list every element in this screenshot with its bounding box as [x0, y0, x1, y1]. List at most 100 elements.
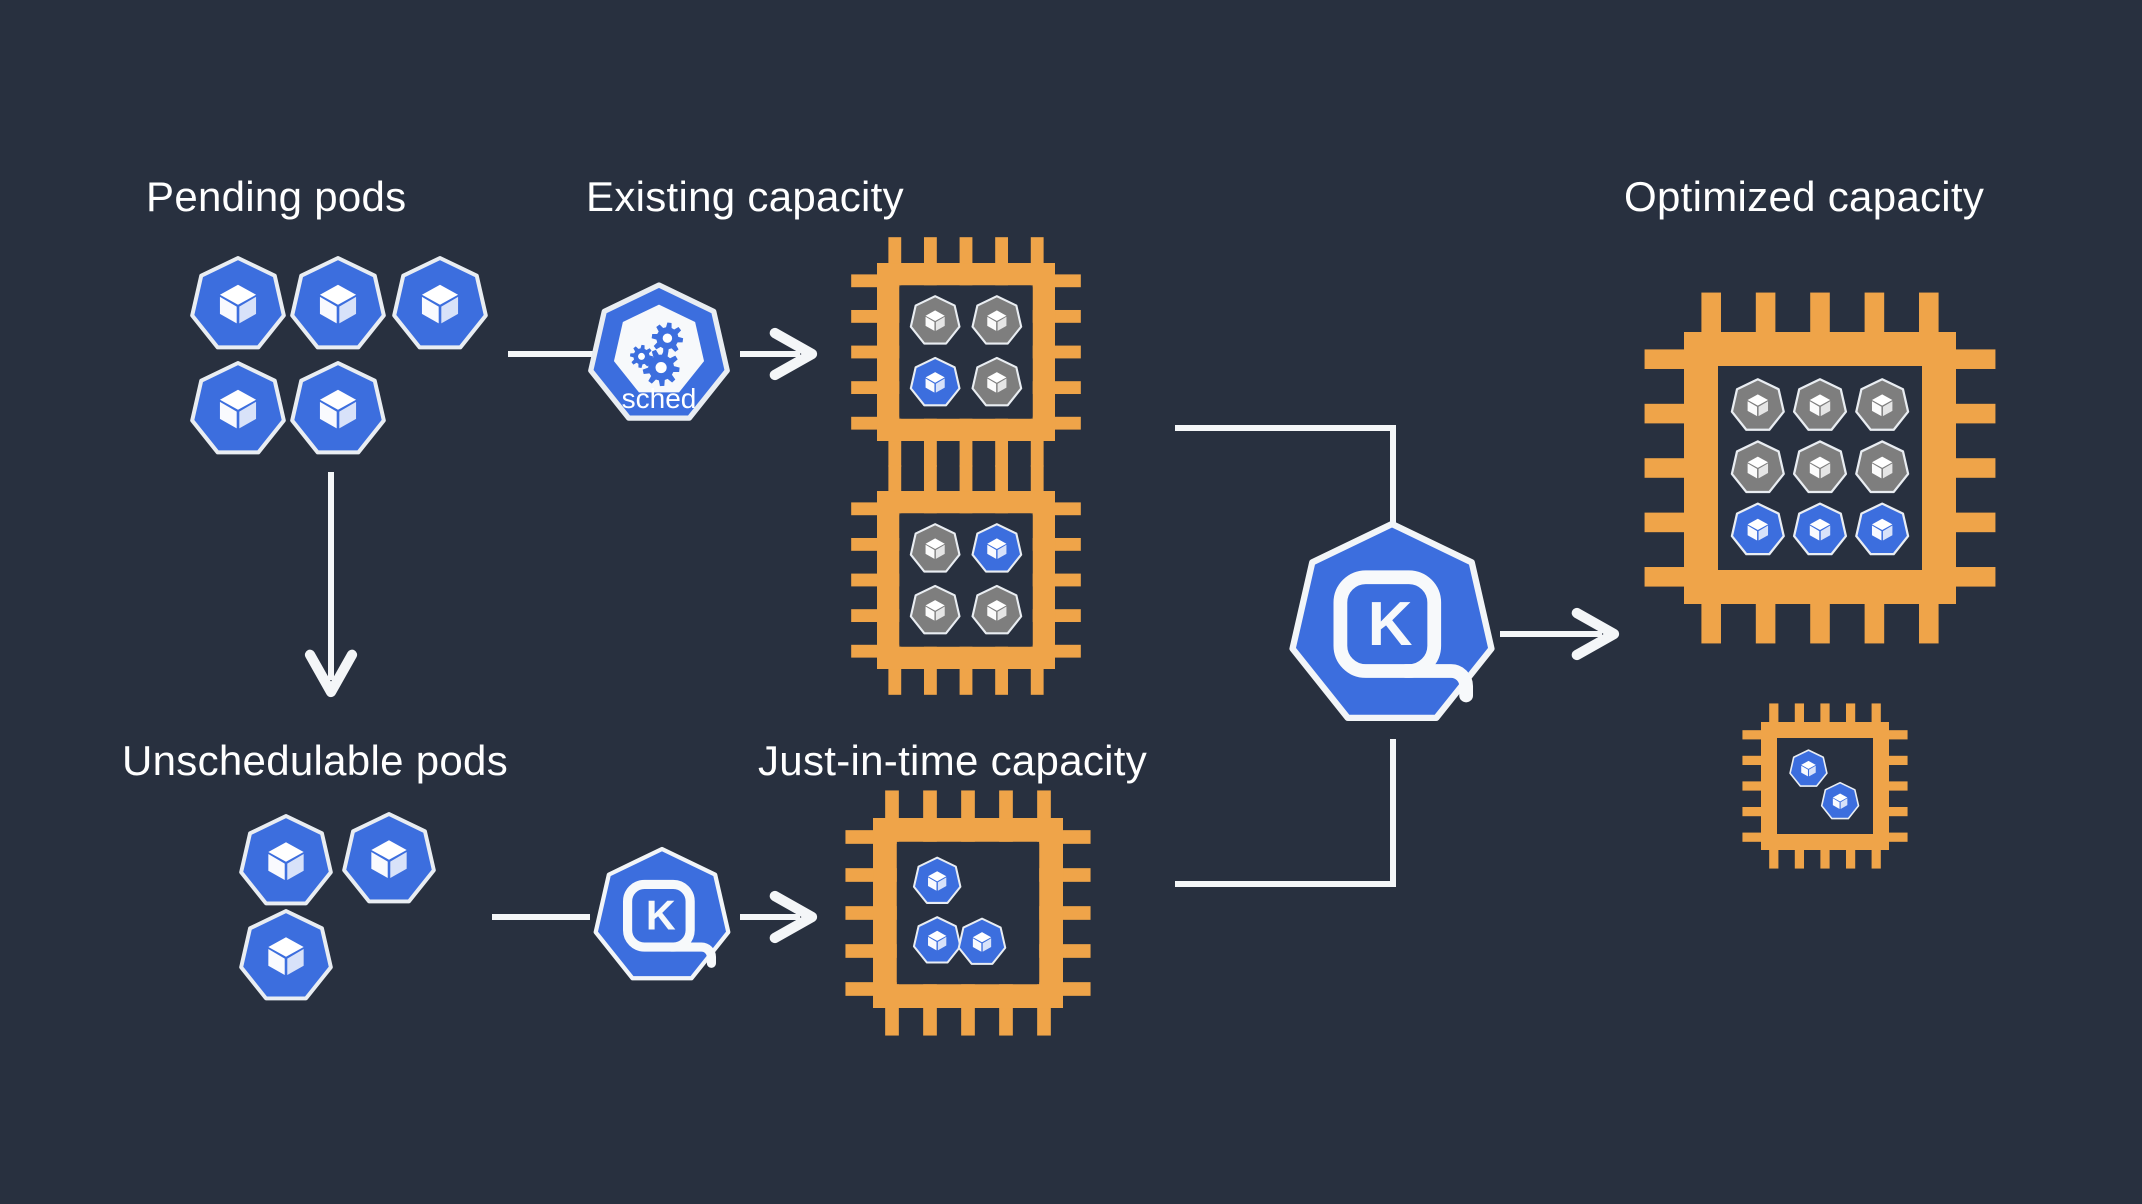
- pod-cube-icon: [1871, 456, 1893, 479]
- chip-pin: [1871, 834, 1881, 869]
- chip-pod[interactable]: [971, 584, 1023, 635]
- karpenter-logo-lower[interactable]: K: [593, 846, 731, 981]
- chip-pin: [1873, 781, 1908, 791]
- unschedulable-pod[interactable]: [342, 812, 436, 904]
- scheduler-icon[interactable]: sched: [588, 282, 730, 421]
- pod-cube-icon: [1809, 456, 1831, 479]
- chip-pod[interactable]: [1820, 781, 1860, 820]
- karpenter-tail: [1399, 664, 1474, 703]
- chip-frame: [877, 263, 1056, 442]
- chip-pod[interactable]: [1730, 502, 1785, 556]
- chip-pod[interactable]: [1792, 440, 1848, 494]
- chip-pin: [1742, 832, 1777, 842]
- pending-pod[interactable]: [290, 361, 386, 455]
- chip-pod[interactable]: [909, 295, 961, 345]
- optimized-capacity-chip-small[interactable]: [1742, 703, 1908, 869]
- label-optimized-capacity: Optimized capacity: [1624, 173, 1985, 220]
- pending-pod[interactable]: [392, 256, 488, 350]
- gear-shape: [651, 322, 684, 354]
- chip-pin: [1742, 781, 1777, 791]
- chip-pin: [1873, 832, 1908, 842]
- chip-pin: [1794, 703, 1805, 738]
- pod-cube-icon: [987, 600, 1007, 621]
- chip-frame: [877, 491, 1056, 670]
- label-unschedulable-pods: Unschedulable pods: [122, 737, 509, 784]
- pending-pod[interactable]: [190, 361, 286, 455]
- scheduler-caption: sched: [622, 383, 697, 414]
- chip-pin: [1871, 703, 1881, 738]
- chip-pod[interactable]: [971, 356, 1023, 407]
- chip-pod[interactable]: [1792, 378, 1848, 431]
- karpenter-letter: K: [1368, 590, 1413, 659]
- just-in-time-capacity-chip[interactable]: [845, 790, 1091, 1036]
- chip-pod[interactable]: [912, 916, 962, 964]
- label-existing-capacity: Existing capacity: [586, 173, 904, 220]
- karpenter-logo-center[interactable]: K: [1289, 520, 1495, 722]
- chip-pin: [1873, 806, 1908, 817]
- chip-frame: [1684, 332, 1956, 604]
- unschedulable-pod[interactable]: [239, 909, 333, 1001]
- chip-pin: [1769, 703, 1779, 738]
- pending-pod[interactable]: [190, 256, 286, 350]
- chip-pod[interactable]: [912, 856, 962, 904]
- label-pending-pods: Pending pods: [146, 173, 407, 220]
- pod-cube-icon: [1801, 760, 1816, 777]
- pod-cube-icon: [987, 538, 1007, 559]
- pod-cube-icon: [1747, 456, 1769, 479]
- chip-pin: [1845, 834, 1856, 869]
- optimized-capacity-chip-large[interactable]: [1644, 292, 1996, 644]
- pod-cube-icon: [219, 389, 257, 429]
- chip-pod[interactable]: [957, 917, 1007, 965]
- pod-cube-icon: [987, 372, 1007, 393]
- chip-pod[interactable]: [1792, 502, 1848, 556]
- pod-cube-icon: [319, 389, 357, 429]
- unschedulable-pods-group: [239, 812, 436, 1001]
- pod-cube-icon: [268, 937, 304, 975]
- pod-cube-icon: [925, 372, 945, 393]
- existing-capacity-chip-2[interactable]: [851, 465, 1081, 695]
- pending-pods-group: [190, 256, 488, 455]
- pod-cube-icon: [925, 600, 945, 621]
- gear-shape: [642, 349, 680, 387]
- chip-pod[interactable]: [1730, 378, 1785, 431]
- unschedulable-pod[interactable]: [239, 814, 333, 906]
- chip-pin: [1820, 834, 1830, 869]
- chip-pod[interactable]: [909, 584, 961, 635]
- chip-pod[interactable]: [909, 523, 961, 573]
- chip-pin: [1873, 755, 1908, 766]
- chip-frame: [1761, 722, 1889, 850]
- pending-pod[interactable]: [290, 256, 386, 350]
- chip-pod[interactable]: [909, 356, 961, 407]
- chip-pin: [1742, 755, 1777, 766]
- pod-cube-icon: [219, 284, 257, 324]
- chip-pin: [1769, 834, 1779, 869]
- pod-cube-icon: [1809, 394, 1831, 417]
- chip-frame: [873, 818, 1064, 1009]
- chip-pod[interactable]: [1855, 378, 1910, 431]
- pod-cube-icon: [925, 538, 945, 559]
- pod-cube-icon: [987, 310, 1007, 331]
- chip-pod[interactable]: [1789, 749, 1828, 787]
- chip-pod[interactable]: [971, 523, 1023, 573]
- chip-pod[interactable]: [1855, 440, 1910, 494]
- pod-cube-icon: [925, 310, 945, 331]
- pod-cube-icon: [371, 840, 407, 878]
- chip-pin: [1873, 730, 1908, 740]
- pod-cube-icon: [1871, 394, 1893, 417]
- chip-pod[interactable]: [1730, 440, 1785, 494]
- connector-jit-to-karpenter-elbow: [1175, 739, 1396, 887]
- chip-pin: [1820, 703, 1830, 738]
- pod-cube-icon: [1871, 518, 1893, 541]
- pod-cube-icon: [1832, 793, 1848, 809]
- chip-pod[interactable]: [1855, 502, 1910, 556]
- karpenter-tail: [666, 942, 717, 968]
- pod-cube-icon: [928, 930, 947, 951]
- chip-pod[interactable]: [971, 295, 1023, 345]
- chip-pin: [1742, 730, 1777, 740]
- karpenter-square: [1333, 570, 1442, 678]
- pod-cube-icon: [1809, 518, 1831, 541]
- existing-capacity-chip-1[interactable]: [851, 237, 1081, 467]
- chip-pin: [1794, 834, 1805, 869]
